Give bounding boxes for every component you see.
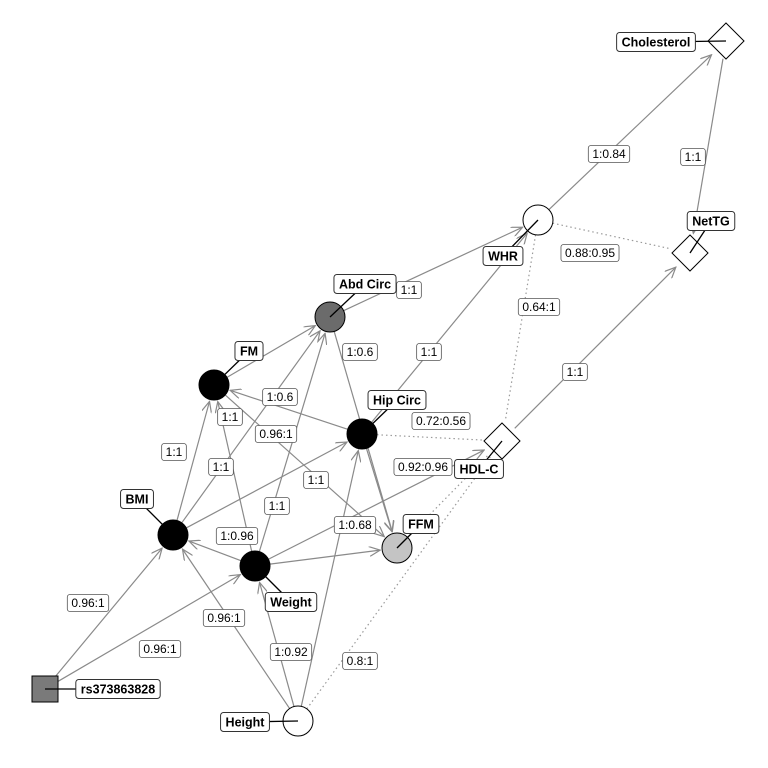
edge-label-text: 1:1 — [222, 410, 239, 424]
edge-label-text: 1:1 — [166, 445, 183, 459]
edge-label: 0.96:1 — [66, 594, 110, 612]
edge-label: 1:1 — [264, 497, 290, 515]
edge-Weight-BMI — [189, 541, 242, 562]
edge-AbdCirc-WHR — [343, 227, 523, 312]
edge-label: 1:1 — [303, 471, 329, 489]
edge-label-text: 1:0.84 — [592, 147, 626, 161]
edge-label: 1:0.68 — [333, 516, 377, 534]
edge-label: 0.64:1 — [517, 298, 561, 316]
edge-Height-BMI — [182, 549, 291, 709]
edge-label: 1:0.84 — [587, 145, 631, 163]
node-label-text: Height — [226, 716, 266, 730]
edge-label-text: 1:0.6 — [267, 390, 294, 404]
edge-HipCirc-HDLC — [376, 434, 483, 441]
node-label-text: FFM — [408, 518, 434, 532]
edge-label: 1:1 — [161, 443, 187, 461]
node-label-abdcirc: Abd Circ — [329, 274, 397, 318]
edge-label-text: 0.96:1 — [207, 611, 241, 625]
edge-label: 1:1 — [680, 148, 706, 166]
node-label-text: NetTG — [692, 215, 730, 229]
node-label-nettg: NetTG — [686, 211, 736, 254]
edge-label: 1:0.6 — [262, 388, 298, 406]
node-label-cholesterol: Cholesterol — [616, 32, 727, 52]
edge-label: 1:0.6 — [342, 343, 378, 361]
node-label-height: Height — [220, 712, 299, 732]
edge-label: 1:1 — [416, 343, 442, 361]
node-label-text: WHR — [488, 250, 518, 264]
node-label-text: Hip Circ — [373, 394, 421, 408]
edge-rs373863828-BMI — [52, 548, 162, 680]
edge-label: 0.96:1 — [202, 609, 246, 627]
node-label-rs373863828: rs373863828 — [45, 679, 161, 699]
edge-BMI-HipCirc — [185, 442, 347, 529]
node-label-text: HDL-C — [460, 463, 499, 477]
edges-layer — [52, 55, 724, 710]
edge-label: 1:1 — [208, 458, 234, 476]
edge-label-text: 0.92:0.96 — [398, 460, 448, 474]
edge-label: 0.72:0.56 — [411, 412, 471, 430]
edge-Weight-FM — [218, 402, 253, 552]
edge-WHR-Cholesterol — [548, 55, 712, 211]
edge-WHR-NetTG — [552, 222, 671, 250]
node-label-hdlc: HDL-C — [454, 440, 504, 479]
node-label-text: FM — [240, 345, 258, 359]
edge-BMI-AbdCirc — [181, 331, 320, 524]
edge-label: 1:0.92 — [269, 643, 313, 661]
edge-Height-HipCirc — [300, 451, 358, 707]
edge-label: 0.8:1 — [342, 652, 378, 670]
edge-Cholesterol-NetTG — [693, 58, 724, 234]
node-label-fm: FM — [213, 341, 264, 386]
node-label-text: rs373863828 — [81, 683, 155, 697]
edge-label-text: 1:1 — [567, 365, 584, 379]
node-label-text: BMI — [126, 493, 149, 507]
edge-BMI-FM — [176, 401, 210, 521]
edge-label-text: 0.72:0.56 — [416, 414, 466, 428]
edge-label-text: 1:0.92 — [274, 645, 308, 659]
edge-label-text: 1:0.96 — [220, 529, 254, 543]
edge-label: 0.92:0.96 — [393, 458, 453, 476]
edge-label-text: 0.96:1 — [71, 596, 105, 610]
edge-label-text: 1:0.6 — [347, 345, 374, 359]
edge-label: 0.88:0.95 — [560, 244, 620, 262]
edge-label-text: 1:1 — [269, 499, 286, 513]
node-label-text: Cholesterol — [622, 36, 691, 50]
edge-HDLC-NetTG — [514, 267, 676, 429]
node-label-ffm: FFM — [396, 514, 440, 549]
edge-label: 0.96:1 — [254, 425, 298, 443]
edge-FM-FFM — [224, 394, 384, 537]
edge-label: 1:0.96 — [215, 527, 259, 545]
node-label-weight: Weight — [254, 565, 318, 612]
edge-label-text: 1:1 — [685, 150, 702, 164]
edge-label: 1:1 — [562, 363, 588, 381]
edge-label: 1:1 — [396, 281, 422, 299]
edge-HipCirc-FM — [230, 390, 348, 430]
edge-label-text: 0.96:1 — [259, 427, 293, 441]
edge-FM-AbdCirc — [226, 326, 315, 378]
edge-labels-layer: 0.96:1 0.96:1 0.96:1 1:0.92 0.8:1 1:0.96 1:1 1:… — [66, 145, 706, 670]
node-label-text: Weight — [270, 596, 312, 610]
node-label-text: Abd Circ — [339, 278, 391, 292]
edge-label: 1:1 — [217, 408, 243, 426]
node-label-whr: WHR — [482, 219, 539, 266]
edge-label-text: 1:1 — [401, 283, 418, 297]
edge-label-text: 1:0.68 — [338, 518, 372, 532]
edge-rs373863828-Weight — [55, 575, 240, 683]
edge-label-text: 0.8:1 — [347, 654, 374, 668]
edge-label-text: 0.88:0.95 — [565, 246, 615, 260]
edge-label-text: 1:1 — [308, 473, 325, 487]
edge-label-text: 1:1 — [421, 345, 438, 359]
edge-label-text: 0.64:1 — [522, 300, 556, 314]
node-label-bmi: BMI — [120, 489, 174, 536]
edge-Weight-FFM — [269, 550, 380, 565]
edge-Height-HDLC — [306, 456, 491, 710]
edge-label-text: 1:1 — [213, 460, 230, 474]
edge-label-text: 0.96:1 — [143, 642, 177, 656]
edge-label: 0.96:1 — [138, 640, 182, 658]
node-label-hipcirc: Hip Circ — [361, 390, 427, 435]
nodes-layer — [31, 22, 745, 737]
